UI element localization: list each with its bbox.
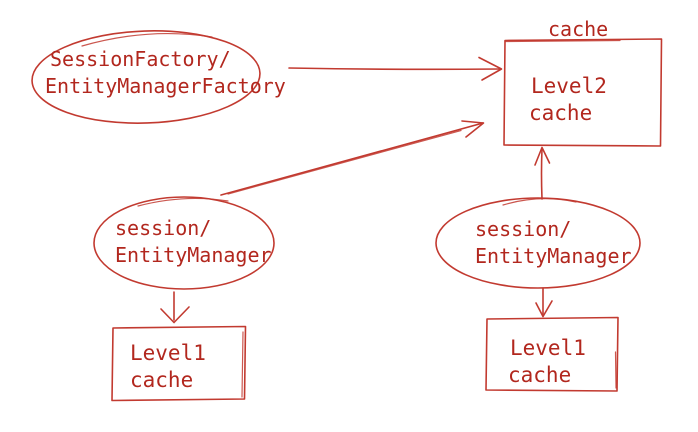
arrow-session-factory-to-level2 [288,56,503,81]
arrowhead-icon [461,120,485,138]
session-right-ellipse-seam [502,198,577,206]
session-factory-ellipse [31,30,261,124]
session-right-label-line2: EntityManager [475,244,632,268]
level2-cache-box-overshoot [504,39,621,43]
arrowhead-icon [535,300,553,318]
arrowhead-icon [478,56,503,81]
arrowhead-icon [160,306,190,324]
node-level2-cache: cache Level2 cache [503,17,663,147]
arrow-session-right-to-level2 [534,146,551,200]
arrow-session-left-to-level1 [160,291,190,324]
session-right-ellipse [435,197,641,289]
level2-cache-label-line2: cache [529,101,592,125]
arrow-line-double [227,129,462,195]
node-level1-cache-left: Level1 cache [111,325,247,402]
level1-cache-left-label-line2: cache [130,368,193,392]
node-session-factory: SessionFactory/ EntityManagerFactory [31,30,286,124]
node-level1-cache-right: Level1 cache [485,316,619,392]
level2-cache-title: cache [548,17,608,41]
session-factory-label-line1: SessionFactory/ [50,47,231,71]
level1-cache-left-box-double-edge [241,331,244,398]
session-left-label-line2: EntityManager [115,243,272,267]
arrow-line [220,122,484,196]
session-factory-label-line2: EntityManagerFactory [45,74,286,98]
level2-cache-box [503,38,663,147]
node-session-left: session/ EntityManager [93,196,275,290]
level1-cache-right-label-line1: Level1 [510,336,586,360]
arrow-line [288,67,501,71]
level1-cache-left-label-line1: Level1 [130,341,206,365]
arrow-session-right-to-level1 [535,287,553,318]
arrowhead-icon [534,146,551,166]
session-left-ellipse [93,196,275,290]
session-right-label-line1: session/ [475,217,571,241]
level1-cache-right-label-line2: cache [508,363,571,387]
session-factory-ellipse-seam [81,32,213,47]
session-left-ellipse-seam [137,197,229,207]
level1-cache-left-box [111,325,247,402]
node-session-right: session/ EntityManager [435,197,641,289]
level2-cache-label-line1: Level2 [531,74,607,98]
level1-cache-right-box-double-edge [614,351,617,389]
level1-cache-right-box [485,316,619,392]
arrow-line [540,148,543,200]
arrow-session-left-to-level2 [220,120,485,196]
session-left-label-line1: session/ [115,216,211,240]
